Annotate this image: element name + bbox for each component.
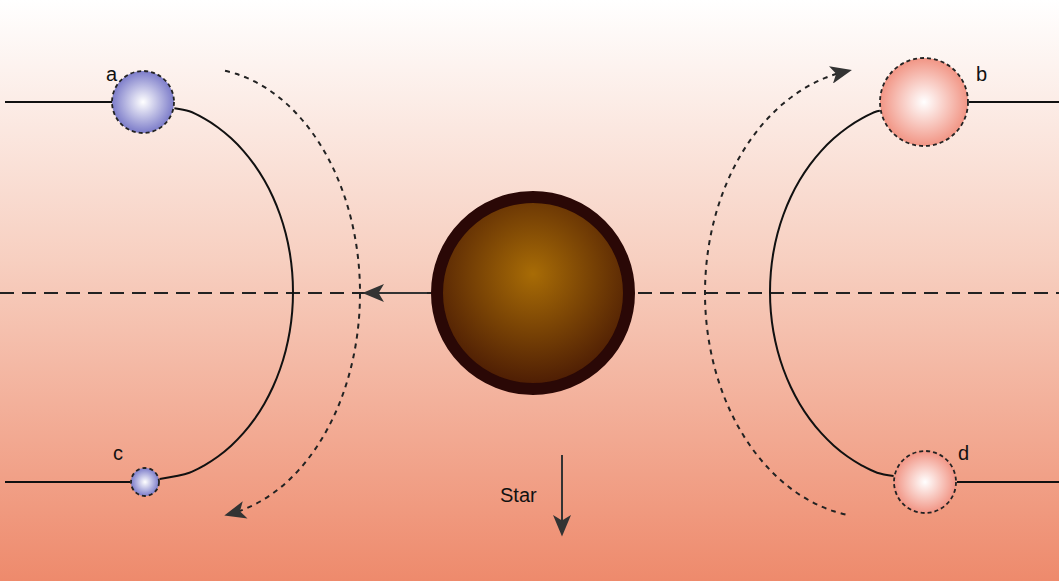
planet-shape	[130, 467, 160, 497]
orbit-track	[770, 111, 894, 476]
track-line	[5, 481, 130, 483]
planet-letter: b	[976, 64, 987, 84]
orbit-track	[160, 108, 293, 479]
planet-outline	[131, 468, 159, 496]
planet-letter: c	[113, 443, 123, 463]
track-line	[969, 101, 1059, 103]
motion-arc	[705, 71, 848, 515]
planet-outline	[112, 71, 174, 133]
planet-letter: a	[106, 64, 117, 84]
planet-circle: a	[111, 70, 175, 134]
planet-outline	[880, 58, 968, 146]
planet-outline	[894, 451, 956, 513]
direction-arrow	[366, 292, 427, 294]
planet-circle: d	[893, 450, 957, 514]
planet-letter: d	[958, 443, 969, 463]
planet-shape	[879, 57, 969, 147]
star-body	[437, 197, 629, 389]
track-line	[5, 101, 112, 103]
star-label: Star	[500, 485, 537, 505]
direction-arrow	[561, 455, 563, 533]
track-line	[957, 481, 1059, 483]
planet-circle: c	[130, 467, 160, 497]
planet-circle: b	[879, 57, 969, 147]
planet-shape	[893, 450, 957, 514]
planet-shape	[111, 70, 175, 134]
